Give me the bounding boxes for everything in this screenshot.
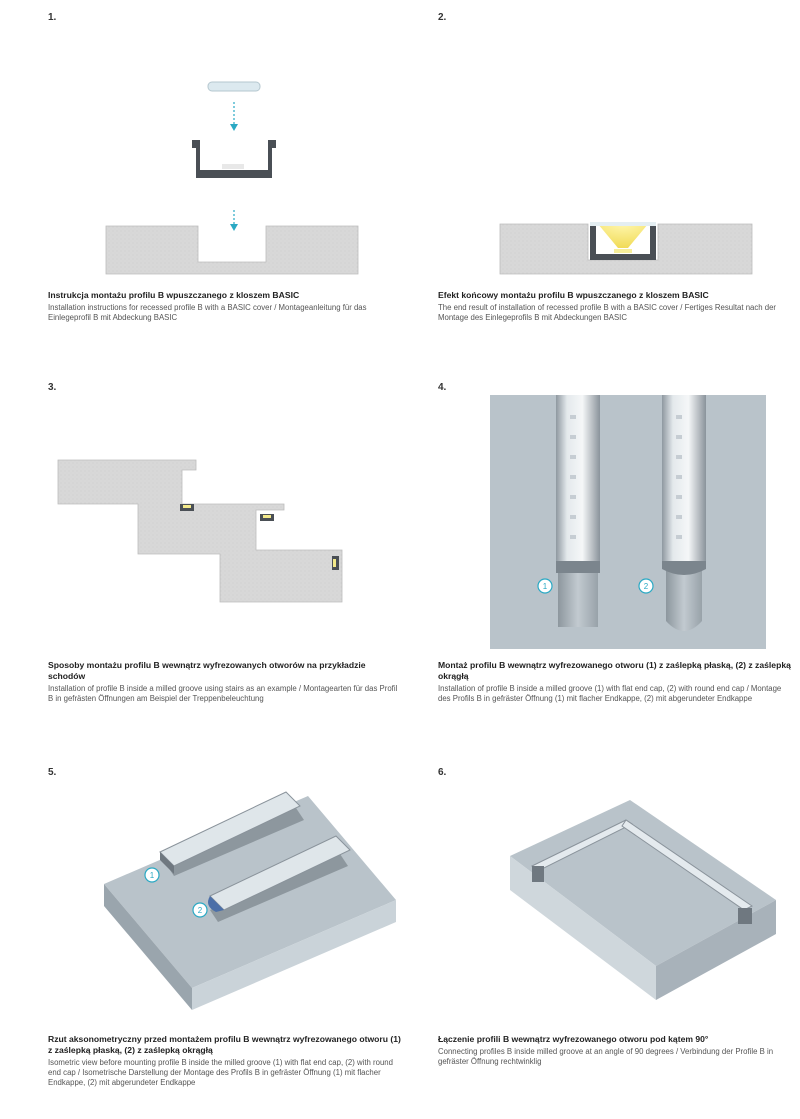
led-strip	[614, 249, 632, 253]
arrow-down-icon-head	[230, 224, 238, 231]
round-end-cap	[208, 896, 224, 912]
groove-round	[666, 565, 702, 631]
panel-description: Connecting profiles B inside milled groo…	[438, 1047, 774, 1066]
marker-2	[638, 578, 654, 594]
panel-number: 3.	[48, 382, 57, 393]
panel-description: Installation of profile B inside a mille…	[438, 684, 782, 703]
figure-end-caps: 1 2	[490, 395, 766, 649]
figure-end-result	[499, 222, 753, 275]
panel-description: Installation of profile B inside a mille…	[48, 684, 398, 703]
panel-number: 4.	[438, 382, 447, 393]
groove-2	[210, 854, 348, 922]
profile-section-right	[738, 908, 752, 924]
figure-corner-joint	[510, 800, 776, 1000]
panel-number: 2.	[438, 12, 447, 23]
panel-description: Isometric view before mounting profile B…	[48, 1058, 393, 1087]
panel-number: 6.	[438, 767, 447, 778]
groove-flat	[558, 565, 598, 627]
profile-flat-cap	[556, 395, 600, 567]
groove-1	[166, 808, 304, 876]
profile-1	[159, 791, 301, 867]
slab-top	[510, 800, 776, 966]
panel-description: The end result of installation of recess…	[438, 303, 777, 322]
profile-b	[590, 226, 656, 260]
profile-round-cap	[662, 395, 706, 567]
panel-title: Instrukcja montażu profilu B wpuszczaneg…	[48, 290, 300, 300]
panel-title: Sposoby montażu profilu B wewnątrz wyfre…	[48, 660, 366, 681]
stairs	[57, 459, 343, 603]
figure-stairs	[57, 459, 343, 603]
panel-description: Installation instructions for recessed p…	[48, 303, 367, 322]
light-beam	[598, 224, 648, 248]
basic-cover	[207, 81, 261, 92]
marker-2-label: 2	[198, 906, 203, 915]
marker-1-label: 1	[150, 871, 155, 880]
round-end-cap	[662, 561, 706, 575]
led-strip	[222, 164, 244, 169]
marker-1	[537, 578, 553, 594]
slab-right	[192, 900, 396, 1010]
marker-1	[144, 867, 160, 883]
figure-installation-steps	[105, 81, 359, 275]
panel-title: Montaż profilu B wewnątrz wyfrezowanego …	[438, 660, 791, 681]
milled-wall	[105, 225, 359, 275]
panel-title: Efekt końcowy montażu profilu B wpuszcza…	[438, 290, 709, 300]
slab-left	[104, 884, 192, 1010]
flat-end-cap	[556, 561, 600, 573]
profile-section-left	[532, 866, 544, 882]
basic-cover	[590, 222, 656, 226]
panel-number: 1.	[48, 12, 57, 23]
panel-number: 5.	[48, 767, 57, 778]
panel-title: Łączenie profili B wewnątrz wyfrezowaneg…	[438, 1034, 709, 1044]
marker-2-label: 2	[644, 582, 649, 591]
flat-end-cap	[160, 852, 174, 874]
render-background	[490, 395, 766, 649]
slab-front-right	[656, 900, 776, 1000]
slab-front-left	[510, 856, 656, 1000]
panel-title: Rzut aksonometryczny przed montażem prof…	[48, 1034, 401, 1055]
figure-isometric-before: 1 2	[104, 791, 396, 1010]
marker-2	[192, 902, 208, 918]
marker-1-label: 1	[543, 582, 548, 591]
milled-wall	[499, 223, 753, 275]
profile-b	[192, 140, 276, 178]
profile-2	[209, 835, 351, 911]
arrow-down-icon-head	[230, 124, 238, 131]
